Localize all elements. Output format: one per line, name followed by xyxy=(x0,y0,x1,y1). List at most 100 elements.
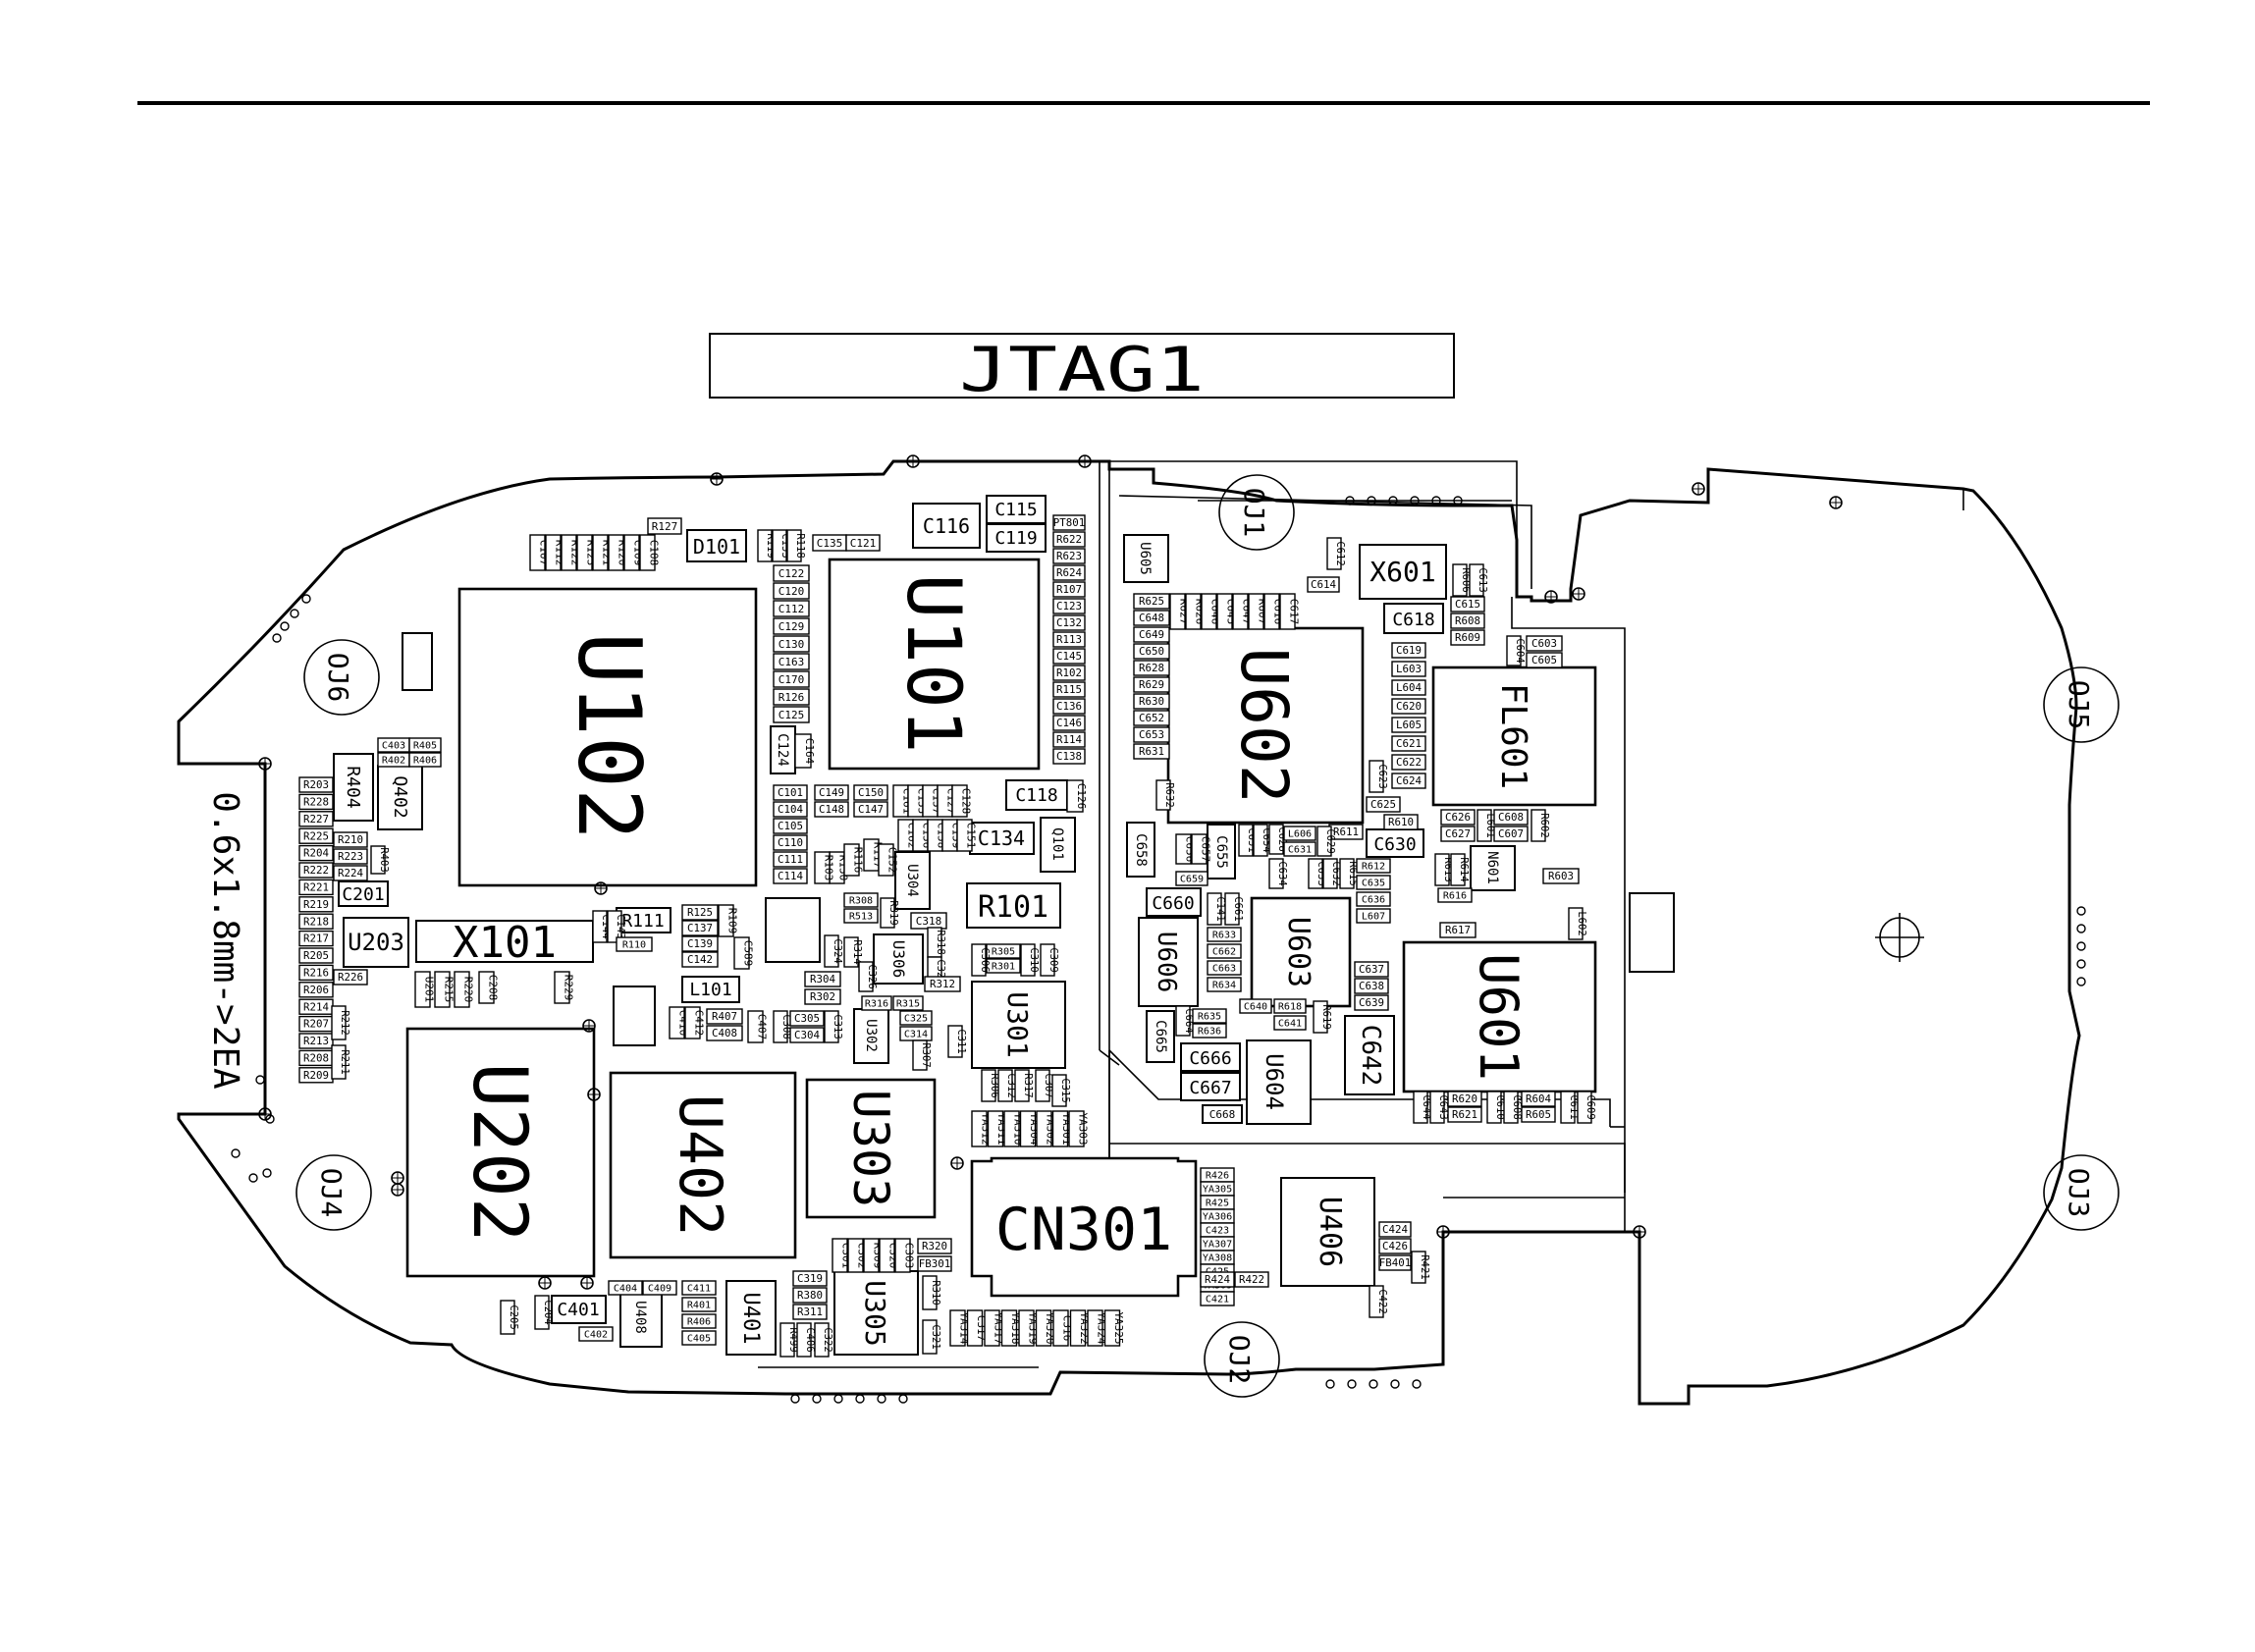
passive-r606: R606 xyxy=(1452,563,1472,597)
passive-c626: C626 xyxy=(1440,809,1476,826)
passive-c146: C146 xyxy=(1052,715,1086,731)
passive-label: R225 xyxy=(303,829,329,842)
passive-c619: C619 xyxy=(1391,642,1426,659)
passive-r403: R403 xyxy=(370,845,390,875)
passive-r212: R212 xyxy=(331,1005,350,1040)
passive-label: C101 xyxy=(778,786,803,799)
u406-label: U406 xyxy=(1313,1197,1347,1267)
passive-label: R228 xyxy=(303,796,329,809)
medium-parts: X101 X601 U406 U305 U301 U203 U401 U606 … xyxy=(333,495,1516,1356)
passive-label: R109 xyxy=(726,908,739,934)
passive-label: C205 xyxy=(508,1305,519,1329)
passive-label: R206 xyxy=(303,984,329,996)
passive-label: R118 xyxy=(794,533,806,558)
passive-label: C614 xyxy=(1311,578,1336,591)
passive-label: C629 xyxy=(1324,828,1336,853)
passive-label: R605 xyxy=(1526,1108,1551,1121)
u401-body xyxy=(725,1280,777,1356)
u203-body xyxy=(343,917,409,968)
passive-r426: R426 xyxy=(1200,1167,1235,1183)
passive-r226: R226 xyxy=(333,969,368,986)
via-dot xyxy=(262,1168,272,1178)
passive-r223: R223 xyxy=(333,848,368,865)
passive-c120: C120 xyxy=(773,582,810,600)
passive-label: C422 xyxy=(1376,1289,1388,1313)
passive-r109: R109 xyxy=(718,904,739,937)
passive-label: L603 xyxy=(1396,663,1422,675)
passive-r203: R203 xyxy=(298,776,334,793)
passive-c659: C659 xyxy=(1175,871,1208,886)
passive-label: R604 xyxy=(1526,1092,1551,1105)
r404-body xyxy=(333,753,374,822)
passive-label: C643 xyxy=(1437,1094,1449,1119)
passive-label: L601 xyxy=(1484,813,1496,837)
d101-body xyxy=(686,529,747,562)
passive-label: R618 xyxy=(1278,1001,1302,1012)
passive-c422: C422 xyxy=(1369,1285,1388,1318)
passive-label: R102 xyxy=(1056,666,1082,679)
passive-c405: C405 xyxy=(681,1330,717,1346)
passive-label: C612 xyxy=(1334,541,1346,565)
passive-label: C608 xyxy=(1498,811,1524,824)
c667-label: C667 xyxy=(1189,1078,1231,1098)
passive-label: C412 xyxy=(693,1010,706,1037)
passive-c204: C204 xyxy=(534,1295,554,1330)
passive-label: R422 xyxy=(1239,1273,1264,1286)
passive-c128: C128 xyxy=(951,784,973,818)
chip-u601-label: U601 xyxy=(1468,953,1530,1081)
chip-u202-label: U202 xyxy=(456,1062,544,1242)
passive-c622: C622 xyxy=(1391,754,1426,771)
passive-r306: R306 xyxy=(981,1069,1000,1102)
passive-label: YA307 xyxy=(1203,1239,1232,1250)
passive-label: C611 xyxy=(1568,1094,1580,1119)
u302-label: U302 xyxy=(863,1019,879,1052)
passive-label: C110 xyxy=(778,836,803,849)
passive-c304: C304 xyxy=(789,1027,825,1043)
passive-label: R615 xyxy=(1347,861,1359,885)
passive-c652: C652 xyxy=(1133,710,1170,726)
u606-label: U606 xyxy=(1152,932,1181,993)
fiducial-crosshair xyxy=(1875,913,1924,962)
connector-slot xyxy=(1629,892,1675,973)
c134-body xyxy=(969,822,1035,855)
passive-c608: C608 xyxy=(1503,1091,1523,1124)
passive-r636: R636 xyxy=(1192,1023,1227,1039)
passive-c423: C423 xyxy=(1200,1222,1235,1238)
chip-u303-body xyxy=(805,1078,937,1219)
passive-c129: C129 xyxy=(773,617,810,635)
passive-label: C638 xyxy=(1359,980,1384,992)
n601-label: N601 xyxy=(1484,851,1500,884)
passive-label: C408 xyxy=(712,1027,737,1039)
passive-label: R312 xyxy=(930,978,955,990)
passive-label: R603 xyxy=(1548,870,1574,882)
passive-label: R405 xyxy=(413,740,437,751)
passive-label: C145 xyxy=(1056,650,1082,663)
passive-label: C324 xyxy=(832,938,843,963)
passive-c205: C205 xyxy=(500,1300,519,1335)
passive-label: R318 xyxy=(935,930,946,954)
passive-c126: C126 xyxy=(1066,779,1088,813)
passive-c105: C105 xyxy=(773,818,808,834)
passive-label: R219 xyxy=(303,898,329,911)
passive-r222: R222 xyxy=(298,862,334,879)
passive-c406: C406 xyxy=(796,1322,816,1358)
passive-label: C625 xyxy=(1370,798,1396,811)
hole-label-oj3: OJ3 xyxy=(2063,1168,2095,1218)
passive-c111: C111 xyxy=(773,851,808,868)
passive-c662: C662 xyxy=(1207,943,1242,959)
passive-r319: R319 xyxy=(880,897,899,929)
passive-label: C659 xyxy=(1180,874,1204,884)
passive-label: R621 xyxy=(1452,1108,1477,1121)
passive-r225: R225 xyxy=(298,827,334,844)
passive-label: C621 xyxy=(1396,737,1422,750)
passive-label: R103 xyxy=(823,855,835,881)
passive-label: R629 xyxy=(1139,678,1164,691)
c658-label: C658 xyxy=(1133,833,1149,867)
passive-r623: R623 xyxy=(1052,548,1086,564)
hole-label-oj6: OJ6 xyxy=(322,653,354,703)
passive-label: C135 xyxy=(817,537,843,550)
passive-label: R209 xyxy=(303,1069,329,1082)
mounting-hole-oj3 xyxy=(2043,1154,2120,1231)
passive-r617: R617 xyxy=(1439,922,1476,938)
passive-label: C150 xyxy=(858,786,884,799)
